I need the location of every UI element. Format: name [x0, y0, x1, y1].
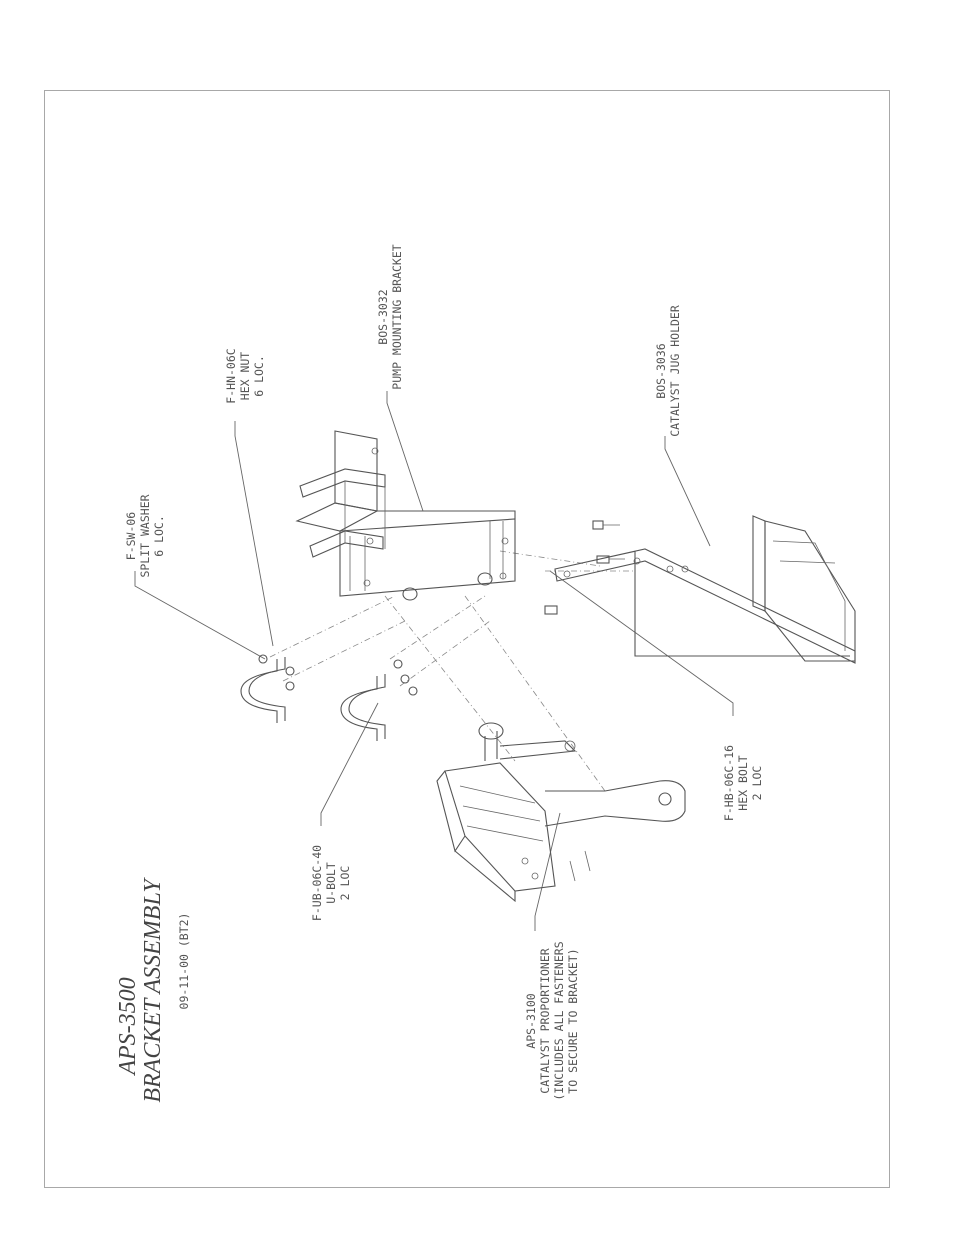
callout-hex-bolt-line3: 2 LOC	[750, 766, 764, 801]
pump-mounting-bracket	[297, 431, 515, 600]
leader-hex-nut	[235, 421, 273, 646]
drawing-subtitle: BRACKET ASSEMBLY	[140, 877, 166, 1103]
callout-aps3100-line3: (INCLUDES ALL FASTENERS	[552, 941, 566, 1100]
callout-hex-nut-line1: F-HN-06C	[224, 348, 238, 403]
callout-split-washer-line2: SPLIT WASHER	[138, 494, 152, 577]
callout-hex-nut-line3: 6 LOC.	[252, 355, 266, 397]
leader-split-washer	[135, 571, 265, 659]
callout-u-bolt-line2: U-BOLT	[324, 862, 338, 904]
u-bolt-upper	[241, 655, 294, 723]
callout-hex-bolt: F-HB-06C-16 HEX BOLT 2 LOC	[722, 745, 764, 821]
callout-catalyst-proportioner: APS-3100 CATALYST PROPORTIONER (INCLUDES…	[524, 941, 580, 1100]
callout-u-bolt: F-UB-06C-40 U-BOLT 2 LOC	[310, 845, 352, 921]
callout-catalyst-jug-holder: BOS-3036 CATALYST JUG HOLDER	[654, 305, 682, 437]
title-block: APS-3500 BRACKET ASSEMBLY 09-11-00 (BT2)	[115, 877, 191, 1103]
callout-hex-bolt-line2: HEX BOLT	[736, 755, 750, 810]
leader-jug-holder	[665, 436, 710, 546]
callout-split-washer-line3: 6 LOC.	[152, 515, 166, 557]
leader-hex-bolt	[550, 571, 733, 716]
callout-hex-nut: F-HN-06C HEX NUT 6 LOC.	[224, 348, 266, 403]
drawing-sheet: APS-3500 BRACKET ASSEMBLY 09-11-00 (BT2)…	[44, 90, 890, 1188]
callout-aps3100-line4: TO SECURE TO BRACKET)	[566, 948, 580, 1093]
callout-aps3100-line2: CATALYST PROPORTIONER	[538, 948, 552, 1093]
callout-hex-nut-line2: HEX NUT	[238, 352, 252, 401]
callout-split-washer: F-SW-06 SPLIT WASHER 6 LOC.	[124, 494, 166, 577]
hex-bolts	[545, 521, 625, 614]
callout-pump-mounting-bracket: BOS-3032 PUMP MOUNTING BRACKET	[376, 244, 404, 389]
callout-u-bolt-line1: F-UB-06C-40	[310, 845, 324, 921]
drawing-title: APS-3500	[115, 977, 141, 1076]
callout-bos3032-line1: BOS-3032	[376, 289, 390, 344]
callout-hex-bolt-line1: F-HB-06C-16	[722, 745, 736, 821]
catalyst-jug-holder	[555, 516, 855, 663]
catalyst-proportioner	[437, 723, 685, 901]
callout-split-washer-line1: F-SW-06	[124, 512, 138, 561]
drawing-date: 09-11-00 (BT2)	[177, 913, 191, 1010]
u-bolt-lower	[341, 660, 417, 741]
leader-pump-bracket	[387, 391, 423, 511]
callout-bos3036-line2: CATALYST JUG HOLDER	[668, 305, 682, 437]
callout-u-bolt-line3: 2 LOC	[338, 866, 352, 901]
callout-bos3036-line1: BOS-3036	[654, 343, 668, 398]
callout-aps3100-line1: APS-3100	[524, 993, 538, 1048]
assembly-drawing: APS-3500 BRACKET ASSEMBLY 09-11-00 (BT2)…	[45, 91, 891, 1189]
callout-bos3032-line2: PUMP MOUNTING BRACKET	[390, 244, 404, 389]
assembly-centerlines	[270, 551, 635, 791]
